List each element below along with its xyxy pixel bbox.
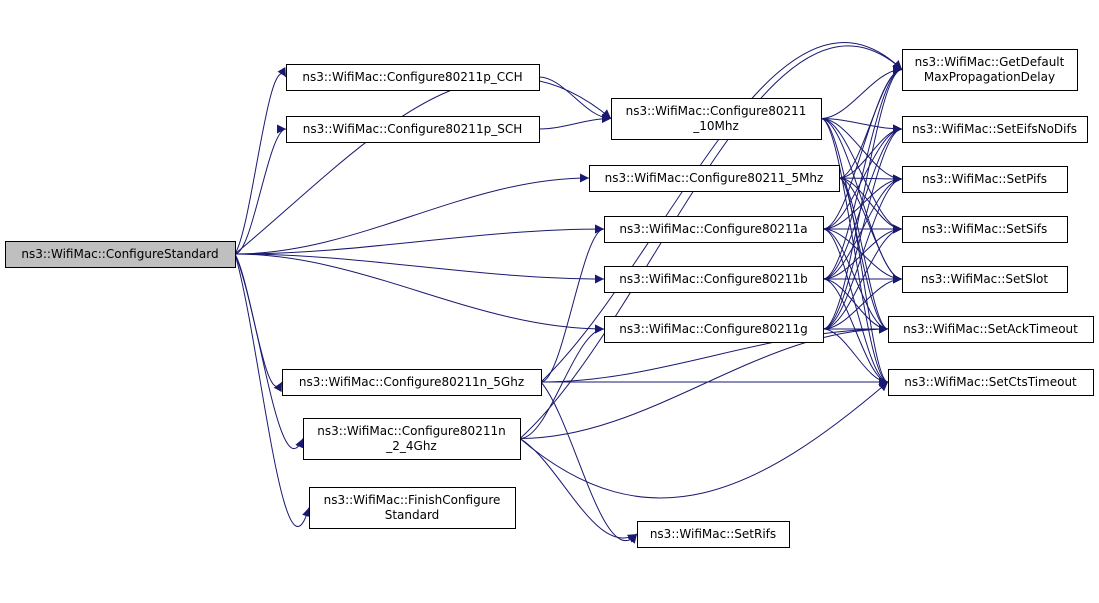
node-configure-80211b[interactable]: ns3::WifiMac::Configure80211b bbox=[604, 266, 824, 293]
edges-layer bbox=[234, 42, 903, 544]
node-box bbox=[888, 369, 1094, 396]
node-box bbox=[611, 98, 822, 140]
node-label: ns3::WifiMac::SetPifs bbox=[922, 172, 1047, 186]
node-configure-80211n-2-4ghz[interactable]: ns3::WifiMac::Configure80211n_2_4Ghz bbox=[303, 418, 521, 460]
edge-configure-80211a-to-get-default-max-propagation-delay bbox=[822, 65, 903, 230]
edge-configure-80211g-to-set-eifs-no-difs bbox=[822, 124, 903, 330]
node-set-ack-timeout[interactable]: ns3::WifiMac::SetAckTimeout bbox=[888, 316, 1094, 343]
node-box bbox=[5, 241, 236, 268]
node-label: ns3::WifiMac::Configure80211b bbox=[619, 272, 807, 286]
node-label: MaxPropagationDelay bbox=[924, 70, 1055, 84]
node-label: ns3::WifiMac::Configure80211n_5Ghz bbox=[299, 375, 524, 389]
node-box bbox=[888, 316, 1094, 343]
edge-configure-80211-5mhz-to-set-sifs bbox=[838, 177, 903, 234]
edge-configure-standard-to-configure-80211n-2-4ghz bbox=[234, 253, 304, 449]
node-label: ns3::WifiMac::Configure80211p_SCH bbox=[303, 122, 522, 136]
node-configure-80211n-5ghz[interactable]: ns3::WifiMac::Configure80211n_5Ghz bbox=[282, 369, 542, 396]
node-configure-80211-10mhz[interactable]: ns3::WifiMac::Configure80211_10Mhz bbox=[611, 98, 822, 140]
node-label: ns3::WifiMac::SetRifs bbox=[650, 527, 776, 541]
node-box bbox=[604, 266, 824, 293]
node-set-cts-timeout[interactable]: ns3::WifiMac::SetCtsTimeout bbox=[888, 369, 1094, 396]
node-label: _10Mhz bbox=[692, 119, 739, 133]
edge-configure-80211-10mhz-to-set-cts-timeout bbox=[820, 118, 889, 387]
node-label: ns3::WifiMac::GetDefault bbox=[915, 55, 1065, 69]
node-label: _2_4Ghz bbox=[385, 439, 436, 453]
edge-configure-80211-10mhz-to-get-default-max-propagation-delay bbox=[820, 65, 903, 119]
edge-configure-80211-10mhz-to-set-pifs bbox=[820, 118, 903, 184]
edge-configure-80211g-to-set-sifs bbox=[822, 224, 903, 330]
edge-configure-80211b-to-set-eifs-no-difs bbox=[822, 124, 903, 280]
node-box bbox=[637, 521, 790, 548]
node-label: ns3::WifiMac::SetAckTimeout bbox=[903, 322, 1078, 336]
node-set-pifs[interactable]: ns3::WifiMac::SetPifs bbox=[902, 166, 1068, 193]
node-label: ns3::WifiMac::Configure80211p_CCH bbox=[302, 70, 522, 84]
node-label: ns3::WifiMac::SetEifsNoDifs bbox=[912, 122, 1077, 136]
node-label: ns3::WifiMac::FinishConfigure bbox=[324, 493, 501, 507]
node-set-eifs-no-difs[interactable]: ns3::WifiMac::SetEifsNoDifs bbox=[902, 116, 1088, 143]
node-set-sifs[interactable]: ns3::WifiMac::SetSifs bbox=[902, 216, 1068, 243]
edge-configure-80211-5mhz-to-set-cts-timeout bbox=[838, 177, 889, 387]
edge-configure-80211-10mhz-to-set-sifs bbox=[820, 118, 903, 234]
node-label: ns3::WifiMac::Configure80211_5Mhz bbox=[605, 171, 824, 185]
node-label: ns3::WifiMac::ConfigureStandard bbox=[21, 247, 218, 261]
edge-configure-80211n-5ghz-to-set-ack-timeout bbox=[540, 324, 889, 383]
node-box bbox=[902, 266, 1068, 293]
edge-configure-80211n-2-4ghz-to-get-default-max-propagation-delay bbox=[519, 45, 903, 439]
edge-configure-80211g-to-get-default-max-propagation-delay bbox=[822, 65, 903, 330]
edge-configure-standard-to-configure-80211a bbox=[234, 224, 605, 255]
node-label: ns3::WifiMac::SetSlot bbox=[921, 272, 1048, 286]
edge-configure-80211n-2-4ghz-to-configure-80211g bbox=[519, 324, 605, 439]
edge-configure-standard-to-configure-80211g bbox=[234, 253, 605, 334]
node-configure-80211a[interactable]: ns3::WifiMac::Configure80211a bbox=[604, 216, 824, 243]
node-configure-standard[interactable]: ns3::WifiMac::ConfigureStandard bbox=[5, 241, 236, 268]
edge-configure-standard-to-configure-80211p-cch bbox=[234, 66, 287, 255]
node-configure-80211p-sch[interactable]: ns3::WifiMac::Configure80211p_SCH bbox=[286, 116, 540, 143]
nodes-layer: ns3::WifiMac::ConfigureStandardns3::Wifi… bbox=[5, 49, 1094, 548]
node-label: Standard bbox=[385, 508, 440, 522]
node-label: ns3::WifiMac::Configure80211g bbox=[619, 322, 807, 336]
node-label: ns3::WifiMac::Configure80211 bbox=[626, 104, 807, 118]
node-box bbox=[286, 116, 540, 143]
edge-configure-80211n-2-4ghz-to-set-ack-timeout bbox=[519, 324, 889, 439]
node-box bbox=[604, 216, 824, 243]
edge-configure-standard-to-configure-80211p-sch bbox=[234, 124, 287, 255]
node-set-slot[interactable]: ns3::WifiMac::SetSlot bbox=[902, 266, 1068, 293]
edge-configure-80211n-5ghz-to-configure-80211a bbox=[540, 224, 605, 383]
node-box bbox=[604, 316, 824, 343]
edge-configure-standard-to-finish-configure-standard bbox=[234, 253, 311, 527]
edge-configure-80211a-to-set-eifs-no-difs bbox=[822, 124, 903, 230]
node-box bbox=[902, 116, 1088, 143]
node-label: ns3::WifiMac::Configure80211a bbox=[619, 222, 807, 236]
node-box bbox=[902, 49, 1078, 91]
node-box bbox=[589, 165, 840, 192]
node-label: ns3::WifiMac::Configure80211n bbox=[317, 424, 505, 438]
edge-configure-80211n-2-4ghz-to-set-rifs bbox=[519, 438, 638, 543]
node-box bbox=[902, 216, 1068, 243]
edge-configure-standard-to-configure-80211b bbox=[234, 253, 605, 284]
edge-configure-80211p-sch-to-configure-80211-10mhz bbox=[538, 114, 612, 130]
node-box bbox=[902, 166, 1068, 193]
edge-configure-80211b-to-get-default-max-propagation-delay bbox=[822, 65, 903, 280]
node-label: ns3::WifiMac::SetSifs bbox=[922, 222, 1048, 236]
node-configure-80211-5mhz[interactable]: ns3::WifiMac::Configure80211_5Mhz bbox=[589, 165, 840, 192]
node-set-rifs[interactable]: ns3::WifiMac::SetRifs bbox=[637, 521, 790, 548]
node-label: ns3::WifiMac::SetCtsTimeout bbox=[904, 375, 1077, 389]
node-box bbox=[286, 64, 540, 91]
edge-configure-80211n-2-4ghz-to-set-cts-timeout bbox=[519, 381, 889, 499]
node-get-default-max-propagation-delay[interactable]: ns3::WifiMac::GetDefaultMaxPropagationDe… bbox=[902, 49, 1078, 91]
edge-configure-standard-to-configure-80211-5mhz bbox=[234, 173, 590, 255]
node-configure-80211g[interactable]: ns3::WifiMac::Configure80211g bbox=[604, 316, 824, 343]
node-box bbox=[309, 487, 516, 529]
edge-configure-80211a-to-set-cts-timeout bbox=[822, 228, 889, 387]
edge-configure-80211-5mhz-to-set-pifs bbox=[838, 174, 903, 184]
node-box bbox=[303, 418, 521, 460]
edge-configure-standard-to-configure-80211-10mhz bbox=[234, 77, 612, 255]
edge-configure-80211g-to-set-slot bbox=[822, 274, 903, 330]
node-configure-80211p-cch[interactable]: ns3::WifiMac::Configure80211p_CCH bbox=[286, 64, 540, 91]
edge-configure-80211g-to-set-pifs bbox=[822, 174, 903, 330]
node-box bbox=[282, 369, 542, 396]
